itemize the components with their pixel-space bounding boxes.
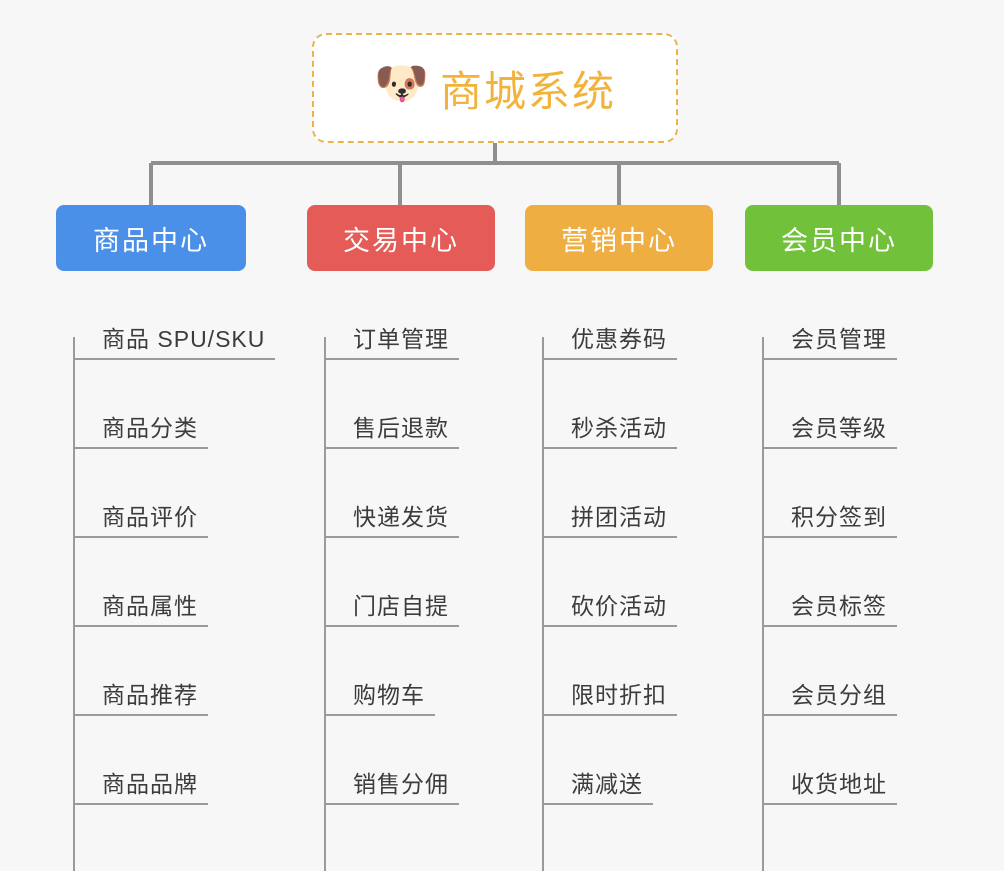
leaf-label: 售后退款 (325, 415, 459, 449)
root-node-label: 商城系统 (439, 67, 616, 115)
leaf-label: 限时折扣 (543, 682, 677, 716)
leaf-item[interactable]: 会员管理 (763, 271, 933, 360)
branch-columns: 商品中心 商品 SPU/SKU 商品分类 商品评价 商品属性 商品推荐 商品品牌… (56, 205, 933, 871)
leaf-item[interactable]: 销售分佣 (325, 716, 495, 805)
leaf-item[interactable]: 秒杀活动 (543, 360, 713, 449)
leaf-item[interactable]: 商品品牌 (74, 716, 246, 805)
leaf-item[interactable]: 商品属性 (74, 538, 246, 627)
branch-head-trade[interactable]: 交易中心 (307, 205, 495, 271)
branch-head-label: 交易中心 (343, 225, 459, 256)
leaf-label: 秒杀活动 (543, 415, 677, 449)
leaf-label: 商品品牌 (74, 771, 208, 805)
leaf-item[interactable]: 会员标签 (763, 538, 933, 627)
leaf-item[interactable]: 商品 SPU/SKU (74, 271, 276, 360)
branch-column-product: 商品中心 商品 SPU/SKU 商品分类 商品评价 商品属性 商品推荐 商品品牌 (56, 205, 276, 871)
branch-spine (762, 337, 764, 871)
leaf-list-product: 商品 SPU/SKU 商品分类 商品评价 商品属性 商品推荐 商品品牌 (56, 271, 276, 871)
leaf-label: 会员管理 (763, 326, 897, 360)
leaf-item[interactable]: 会员等级 (763, 360, 933, 449)
branch-head-member[interactable]: 会员中心 (745, 205, 933, 271)
leaf-label: 商品属性 (74, 593, 208, 627)
branch-head-label: 商品中心 (93, 225, 209, 256)
leaf-list-member: 会员管理 会员等级 积分签到 会员标签 会员分组 收货地址 (745, 271, 933, 871)
leaf-item[interactable]: 门店自提 (325, 538, 495, 627)
leaf-label: 会员分组 (763, 682, 897, 716)
leaf-label: 商品 SPU/SKU (74, 326, 276, 360)
branch-spine (73, 337, 75, 871)
branch-spine (324, 337, 326, 871)
leaf-label: 砍价活动 (543, 593, 677, 627)
leaf-label: 会员标签 (763, 593, 897, 627)
leaf-item[interactable]: 积分签到 (763, 449, 933, 538)
leaf-label: 快递发货 (325, 504, 459, 538)
leaf-list-marketing: 优惠券码 秒杀活动 拼团活动 砍价活动 限时折扣 满减送 (525, 271, 713, 871)
leaf-label: 收货地址 (763, 771, 897, 805)
branch-column-trade: 交易中心 订单管理 售后退款 快递发货 门店自提 购物车 销售分佣 (307, 205, 495, 871)
leaf-item[interactable]: 售后退款 (325, 360, 495, 449)
branch-spine (542, 337, 544, 871)
branch-head-product[interactable]: 商品中心 (56, 205, 246, 271)
mindmap-canvas: 🐶 商城系统 商品中心 商品 SPU/SKU 商品分类 商品评价 商品属性 商品… (56, 33, 933, 871)
leaf-label: 满减送 (543, 771, 653, 805)
branch-head-label: 会员中心 (781, 225, 897, 256)
leaf-item[interactable]: 限时折扣 (543, 627, 713, 716)
leaf-label: 拼团活动 (543, 504, 677, 538)
root-node[interactable]: 🐶 商城系统 (312, 33, 678, 143)
leaf-label: 门店自提 (325, 593, 459, 627)
leaf-item[interactable]: 快递发货 (325, 449, 495, 538)
branch-head-label: 营销中心 (561, 225, 677, 256)
leaf-label: 购物车 (325, 682, 435, 716)
branch-head-marketing[interactable]: 营销中心 (525, 205, 713, 271)
leaf-label: 订单管理 (325, 326, 459, 360)
leaf-label: 优惠券码 (543, 326, 677, 360)
leaf-label: 会员等级 (763, 415, 897, 449)
leaf-item[interactable]: 满减送 (543, 716, 713, 805)
leaf-label: 商品推荐 (74, 682, 208, 716)
leaf-item[interactable]: 购物车 (325, 627, 495, 716)
leaf-label: 积分签到 (763, 504, 897, 538)
leaf-item[interactable]: 砍价活动 (543, 538, 713, 627)
leaf-label: 商品分类 (74, 415, 208, 449)
leaf-item[interactable]: 优惠券码 (543, 271, 713, 360)
leaf-item[interactable]: 商品评价 (74, 449, 246, 538)
branch-column-marketing: 营销中心 优惠券码 秒杀活动 拼团活动 砍价活动 限时折扣 满减送 (525, 205, 713, 871)
branch-column-member: 会员中心 会员管理 会员等级 积分签到 会员标签 会员分组 收货地址 (745, 205, 933, 871)
leaf-item[interactable]: 商品分类 (74, 360, 246, 449)
leaf-label: 商品评价 (74, 504, 208, 538)
leaf-item[interactable]: 拼团活动 (543, 449, 713, 538)
leaf-label: 销售分佣 (325, 771, 459, 805)
leaf-item[interactable]: 商品推荐 (74, 627, 246, 716)
leaf-item[interactable]: 订单管理 (325, 271, 495, 360)
leaf-item[interactable]: 收货地址 (763, 716, 933, 805)
leaf-item[interactable]: 会员分组 (763, 627, 933, 716)
leaf-list-trade: 订单管理 售后退款 快递发货 门店自提 购物车 销售分佣 (307, 271, 495, 871)
shiba-dog-face-icon: 🐶 (373, 59, 429, 108)
